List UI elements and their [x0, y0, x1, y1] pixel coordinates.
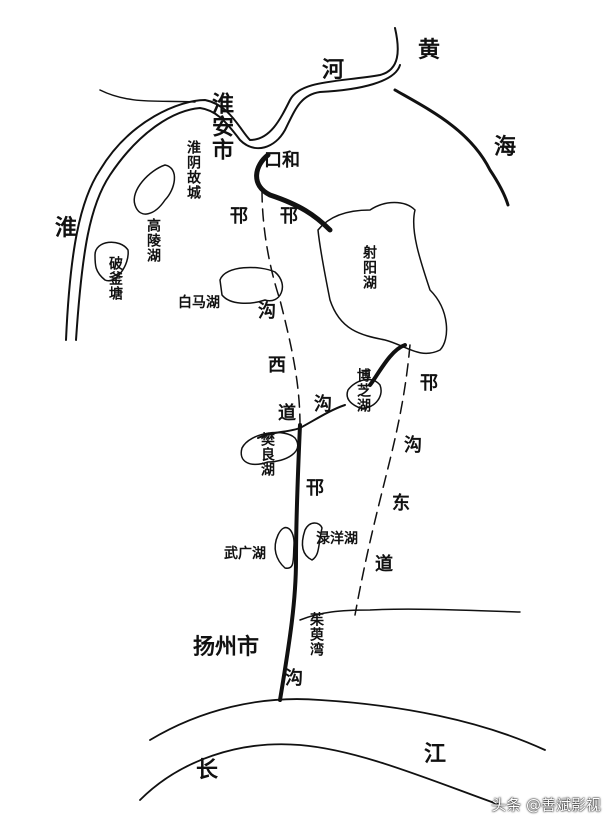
wuguang-lake: [274, 526, 295, 569]
label-bozhi-lake: 博芝湖: [355, 368, 371, 413]
canal-sheyang-bozhi: [368, 343, 407, 387]
label-han-3: 邗: [306, 478, 324, 499]
hangou-main: [278, 423, 302, 702]
label-chang: 长: [196, 758, 219, 783]
label-wuguang-lake: 武广湖: [224, 546, 266, 562]
label-east-gou: 沟: [404, 435, 422, 456]
canal-north: [254, 152, 333, 233]
west-canal-dashed: [261, 189, 301, 426]
yangtze-north-bank: [149, 698, 546, 751]
fanliang-lake: [240, 431, 299, 466]
pofu-pond: [94, 241, 129, 282]
label-east-dong: 东: [392, 493, 410, 514]
label-gou-south: 沟: [285, 668, 303, 689]
canal-zhuyu: [299, 608, 521, 621]
label-luyang-lake: 渌洋湖: [316, 531, 358, 547]
west-stream: [99, 89, 196, 103]
label-gaoling-lake: 高陵湖: [145, 218, 161, 263]
label-huang: 黄: [418, 38, 441, 63]
sheyang-lake: [317, 201, 448, 355]
east-canal-dashed: [354, 344, 411, 616]
label-east-dao: 道: [375, 554, 393, 575]
bozhi-lake: [346, 378, 382, 409]
label-fanliang-lake: 樊良湖: [259, 432, 275, 477]
yellow-river: [65, 27, 399, 341]
label-he: 河: [322, 58, 345, 83]
yellow-river-bank: [75, 64, 401, 341]
label-sea: 海: [494, 135, 517, 160]
label-west-dao: 道: [278, 403, 296, 424]
label-pofu-pond: 破釜塘: [107, 256, 123, 301]
luyang-lake: [301, 522, 323, 561]
coastline: [393, 88, 510, 207]
label-zhuyu-bay: 茱萸湾: [308, 612, 324, 657]
baima-lake: [219, 266, 284, 305]
label-han-1: 邗: [230, 206, 248, 227]
gaoling-lake: [133, 164, 176, 215]
label-huai: 淮: [55, 216, 78, 241]
label-west-xi: 西: [268, 355, 286, 376]
label-huaiyin-old-city: 淮阴故城: [185, 140, 201, 200]
label-huaian-city: 淮安市: [208, 92, 233, 161]
watermark: 头条 @善斌影视: [491, 796, 601, 814]
label-west-gou: 沟: [258, 301, 276, 322]
label-jiang: 江: [424, 742, 447, 767]
label-baima-lake: 白马湖: [178, 295, 220, 311]
label-gou-mid: 沟: [314, 394, 332, 415]
yangtze-south-bank: [139, 743, 501, 806]
label-yangzhou-city: 扬州市: [193, 635, 260, 660]
label-mokou: 口和: [264, 150, 300, 171]
label-han-2: 邗: [280, 206, 298, 227]
label-east-han: 邗: [420, 373, 438, 394]
label-sheyang-lake: 射阳湖: [361, 245, 377, 290]
